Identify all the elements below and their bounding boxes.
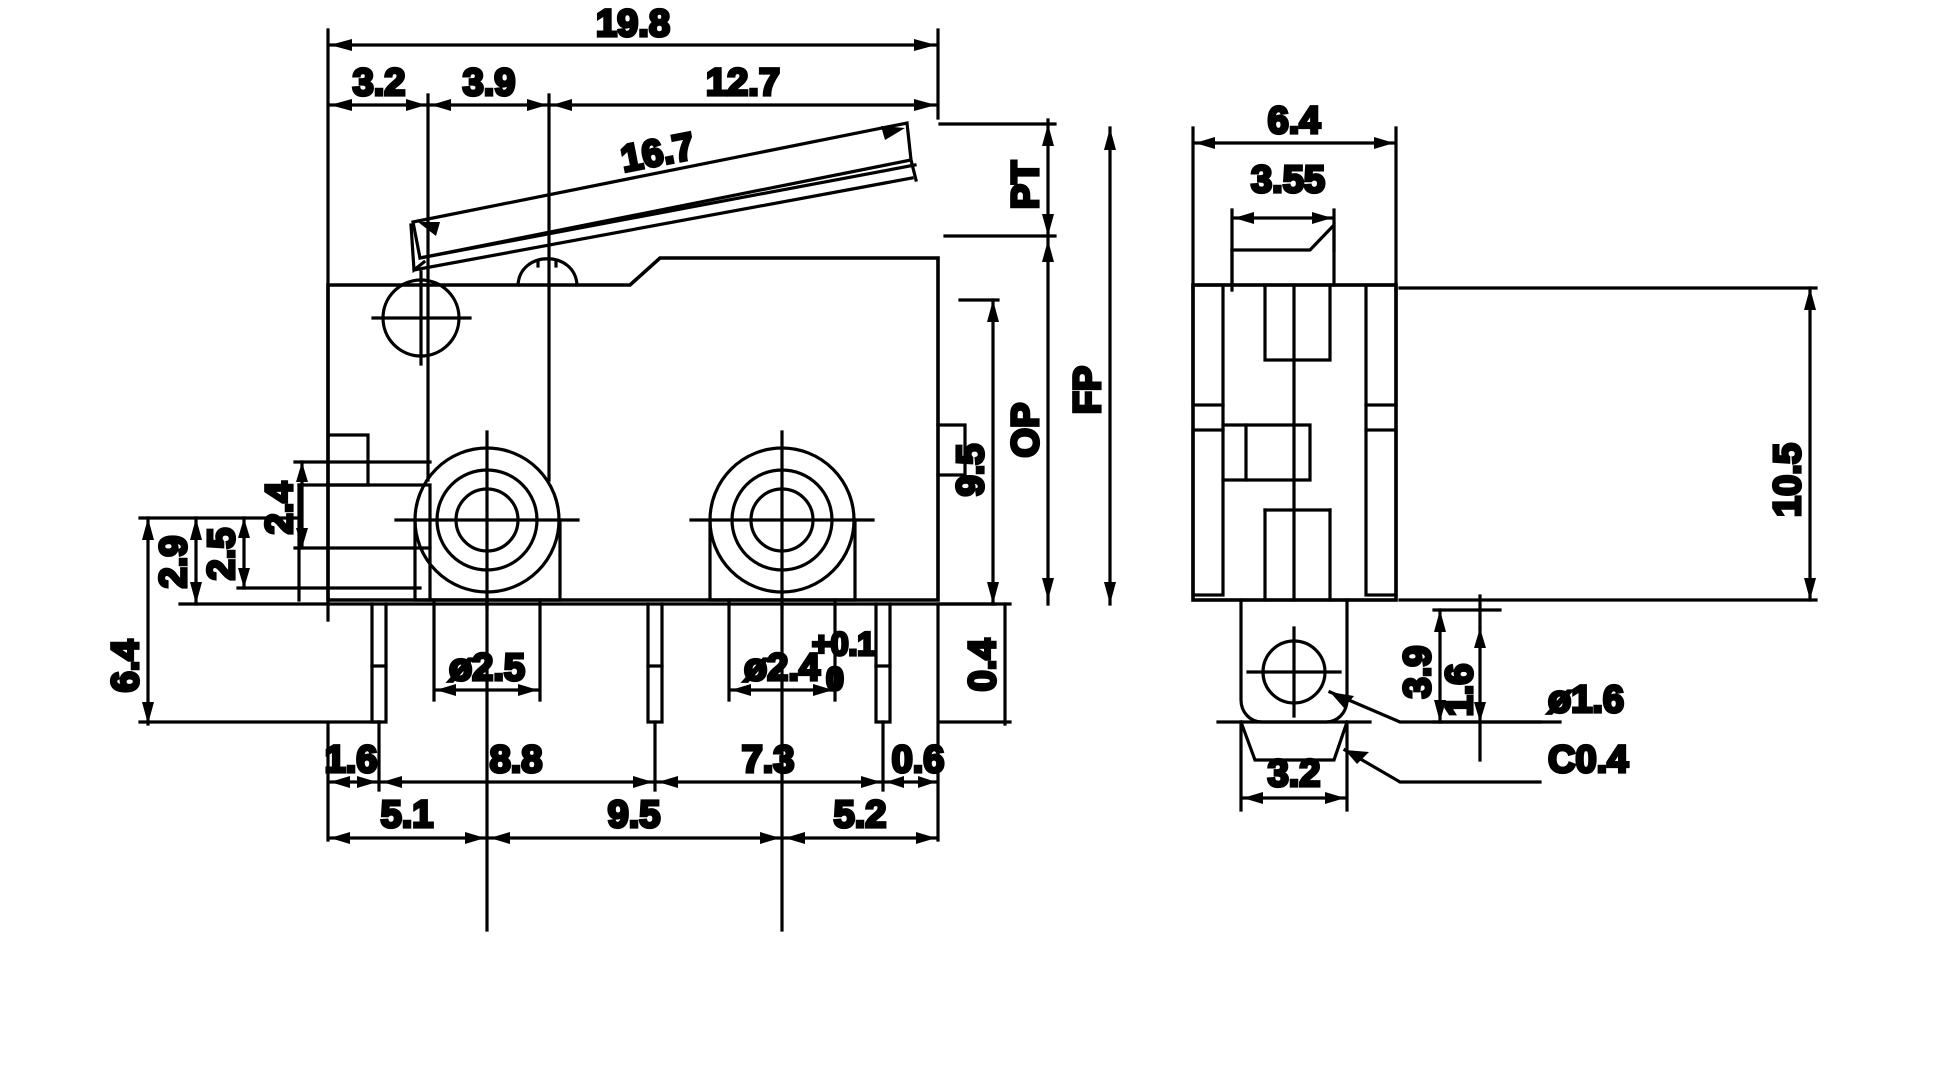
lever-arm [409,121,918,274]
dim-label-29: 2.9 [153,536,195,589]
dim-label-op: OP [1005,403,1047,458]
dim-label-front-16: 1.6 [1439,664,1481,717]
dim-label-06: 0.6 [892,739,945,781]
dim-label-tol-upper: +0.1 [812,626,875,662]
dim-label-pt: PT [1005,161,1047,210]
callout-label-c04: C0.4 [1548,739,1628,781]
dim-front-39-16 [1432,594,1562,762]
dim-left-vertical-group [138,460,432,726]
dim-label-tol-lower: 0 [826,661,844,697]
mounting-hole-left [394,430,580,610]
dim-label-32: 3.2 [353,62,406,104]
dim-label-16-bottom: 1.6 [325,739,378,781]
dim-label-64-left: 6.4 [105,640,147,693]
dim-label-127: 12.7 [706,62,780,104]
dim-label-52: 5.2 [834,794,887,836]
dim-front-105 [1398,286,1818,602]
dim-label-fp: FP [1067,366,1109,415]
dim-label-front-32: 3.2 [1268,753,1321,795]
dim-segments-row [328,93,938,482]
dim-label-overall: 19.8 [596,3,670,45]
pivot-hole [371,270,472,366]
dim-bottom-row1 [326,598,940,932]
dim-label-front-39: 3.9 [1397,646,1439,699]
dim-label-73: 7.3 [742,739,795,781]
dim-right-vertical-group [938,118,1116,726]
dim-label-105: 10.5 [1767,443,1809,517]
callout-label-dia16: ø1.6 [1548,679,1624,721]
front-plunger [1230,221,1336,287]
dim-label-39: 3.9 [463,62,516,104]
front-body-outline [1191,283,1398,602]
dim-label-04: 0.4 [962,639,1004,692]
dim-label-88: 8.8 [490,739,543,781]
dim-label-front-355: 3.55 [1251,159,1325,201]
front-callout-leaders [1327,689,1542,784]
dim-label-24: 2.4 [259,482,301,535]
dim-front-32 [1239,720,1349,812]
dim-label-25: 2.5 [201,528,243,581]
dim-label-95-bottom: 9.5 [608,794,661,836]
dim-bottom-row2 [328,832,938,844]
dim-label-95-op: 9.5 [950,444,992,497]
dim-label-front-64: 6.4 [1268,100,1321,142]
dim-label-51: 5.1 [381,794,434,836]
front-terminal-tab [1216,598,1372,762]
dim-front-64 [1191,126,1398,292]
